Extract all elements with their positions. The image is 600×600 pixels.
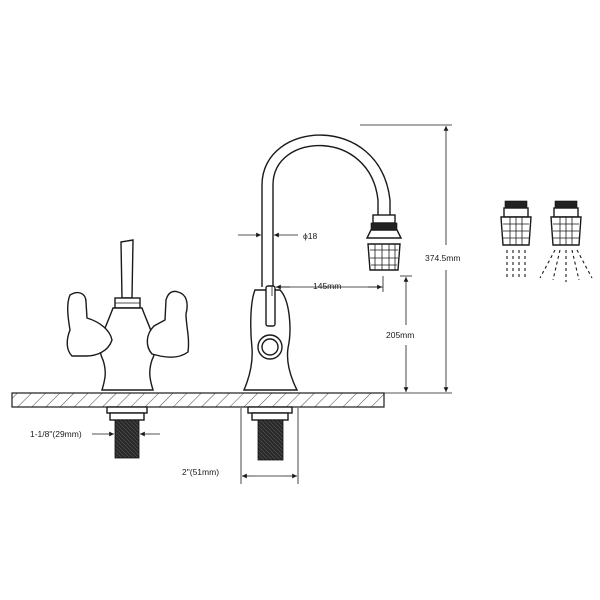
right-hole-label: 2"(51mm): [182, 467, 219, 477]
aerator-stream-icon: [500, 200, 532, 280]
diameter-label: ϕ18: [303, 231, 317, 241]
outlet-height-label: 205mm: [386, 330, 414, 340]
countertop: [11, 392, 385, 408]
total-height-label: 374.5mm: [425, 253, 460, 263]
dimension-lines: [92, 124, 452, 484]
spout-reach-label: 145mm: [313, 281, 341, 291]
aerator-spray-icon: [539, 200, 593, 282]
right-faucet: [242, 134, 403, 461]
left-hole-label: 1-1/8"(29mm): [30, 429, 82, 439]
left-faucet: [66, 239, 190, 459]
